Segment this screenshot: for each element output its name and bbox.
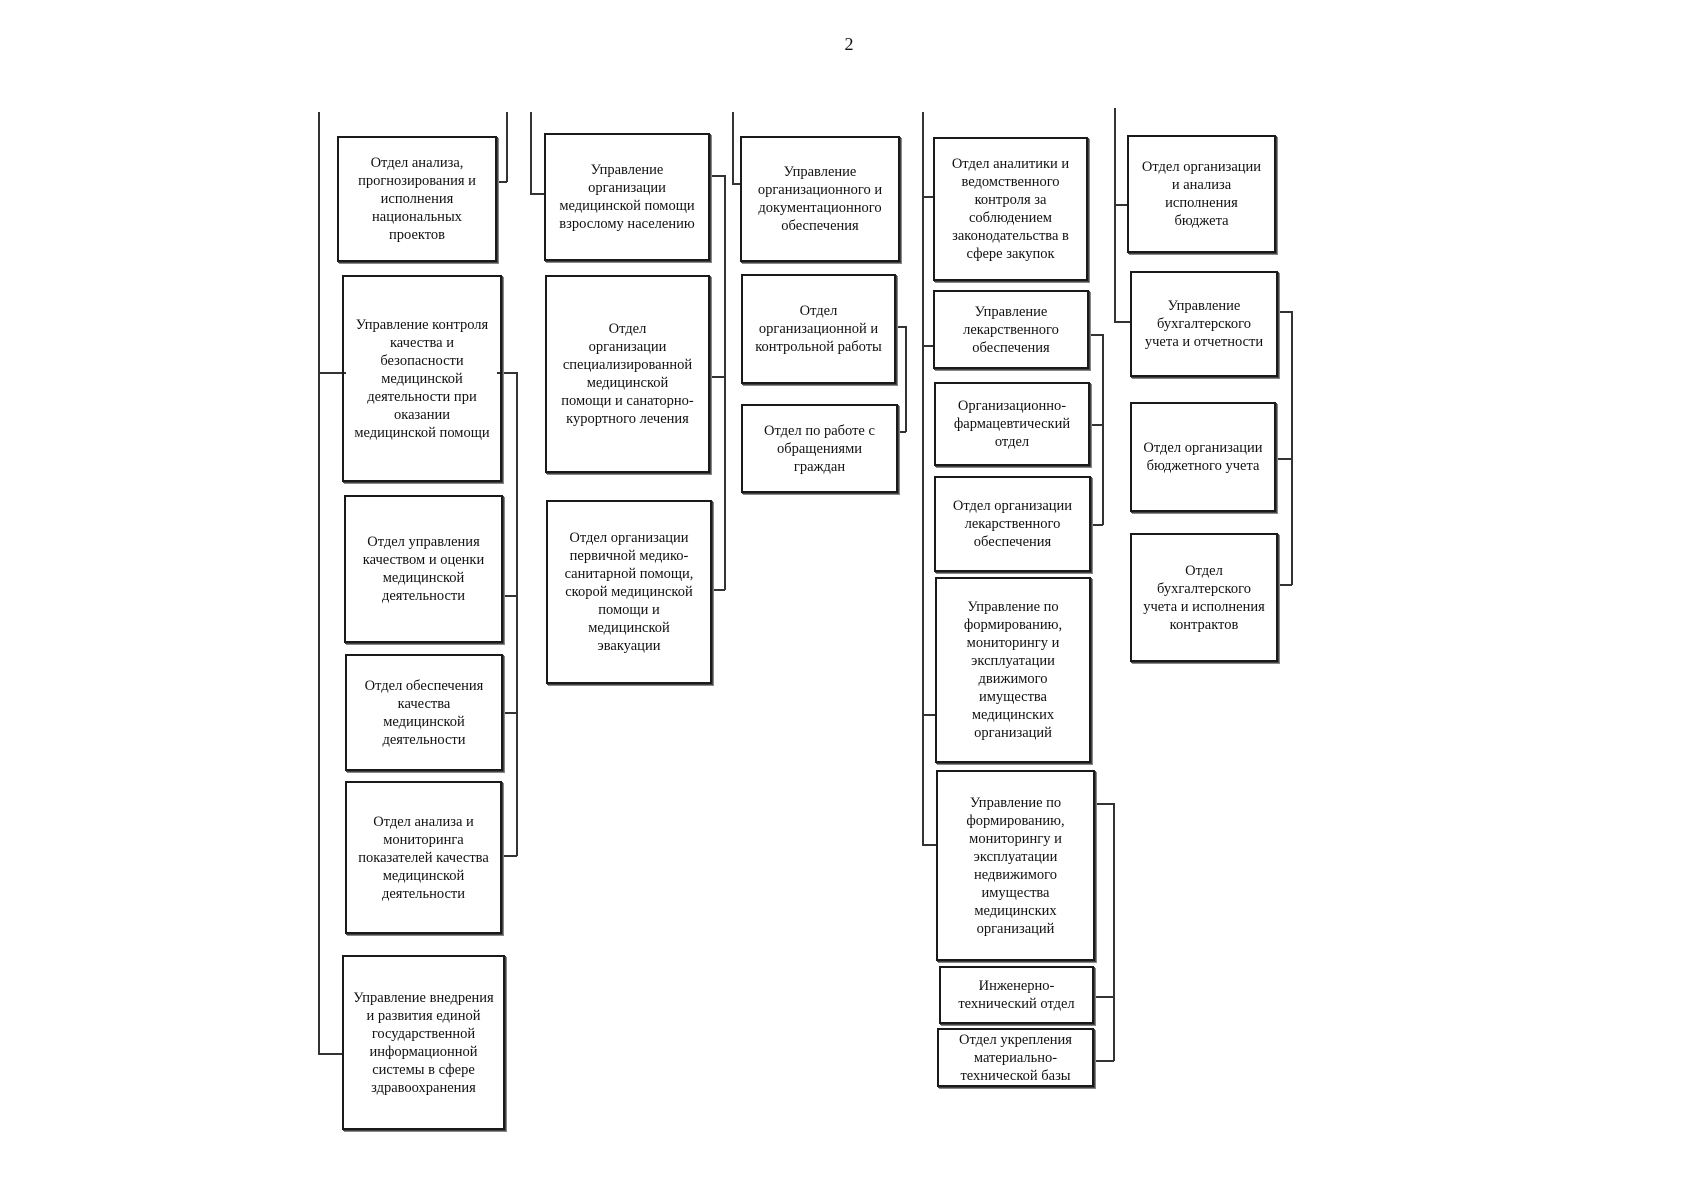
org-box-label: Отдел организации специализированной мед… [561,321,694,427]
org-box-label: Управление внедрения и развития единой г… [353,989,494,1096]
org-box: Отдел организации лекарственного обеспеч… [934,476,1091,572]
org-box: Отдел бухгалтерского учета и исполнения … [1130,533,1278,662]
org-box: Отдел управления качеством и оценки меди… [344,495,503,643]
org-box-label: Отдел организации бюджетного учета [1143,440,1263,474]
org-box-label: Управление бухгалтерского учета и отчетн… [1144,298,1264,350]
org-box-label: Отдел анализа и мониторинга показателей … [358,813,489,902]
org-box: Отдел организации специализированной мед… [545,275,710,473]
org-box: Отдел анализа и мониторинга показателей … [345,781,502,934]
org-box: Инженерно- технический отдел [939,966,1094,1024]
org-box-label: Управление по формированию, мониторингу … [966,794,1065,937]
org-box: Управление организационного и документац… [740,136,900,262]
org-box: Управление по формированию, мониторингу … [936,770,1095,961]
org-box-label: Инженерно- технический отдел [958,978,1075,1012]
org-box-label: Отдел аналитики и ведомственного контрол… [951,156,1070,262]
org-box: Управление организации медицинской помощ… [544,133,710,261]
org-box: Отдел организационной и контрольной рабо… [741,274,896,384]
org-box-label: Отдел анализа, прогнозирования и исполне… [358,155,476,243]
org-box: Управление лекарственного обеспечения [933,290,1089,369]
org-box-label: Отдел по работе с обращениями граждан [764,422,875,475]
org-box: Управление по формированию, мониторингу … [935,577,1091,763]
org-box: Отдел организации и анализа исполнения б… [1127,135,1276,253]
org-box: Отдел укрепления материально- техническо… [937,1028,1094,1087]
org-box: Отдел обеспечения качества медицинской д… [345,654,503,771]
org-box-label: Отдел укрепления материально- техническо… [959,1031,1072,1084]
org-box-label: Управление лекарственного обеспечения [963,303,1059,356]
org-box-label: Управление организации медицинской помощ… [559,162,695,232]
org-box: Отдел организации первичной медико- сани… [546,500,712,684]
org-box-label: Отдел организации и анализа исполнения б… [1141,159,1262,229]
org-box: Организационно- фармацевтический отдел [934,382,1090,466]
org-box-label: Отдел организации первичной медико- сани… [564,530,694,654]
org-box-label: Управление по формированию, мониторингу … [963,599,1063,741]
org-box: Отдел по работе с обращениями граждан [741,404,898,493]
org-box-label: Организационно- фармацевтический отдел [953,398,1071,450]
page-number: 2 [844,34,854,54]
org-box-label: Отдел обеспечения качества медицинской д… [364,677,484,748]
org-box-label: Управление контроля качества и безопасно… [354,316,490,441]
org-box: Отдел организации бюджетного учета [1130,402,1276,512]
org-box: Управление внедрения и развития единой г… [342,955,505,1130]
org-box-label: Отдел бухгалтерского учета и исполнения … [1143,562,1265,633]
org-box: Управление контроля качества и безопасно… [342,275,502,482]
org-box: Управление бухгалтерского учета и отчетн… [1130,271,1278,377]
org-box-label: Управление организационного и документац… [757,164,883,234]
org-box: Отдел аналитики и ведомственного контрол… [933,137,1088,281]
org-box-label: Отдел организационной и контрольной рабо… [755,303,882,355]
org-box-label: Отдел организации лекарственного обеспеч… [952,498,1073,550]
org-box-label: Отдел управления качеством и оценки меди… [362,534,485,604]
org-box: Отдел анализа, прогнозирования и исполне… [337,136,497,262]
